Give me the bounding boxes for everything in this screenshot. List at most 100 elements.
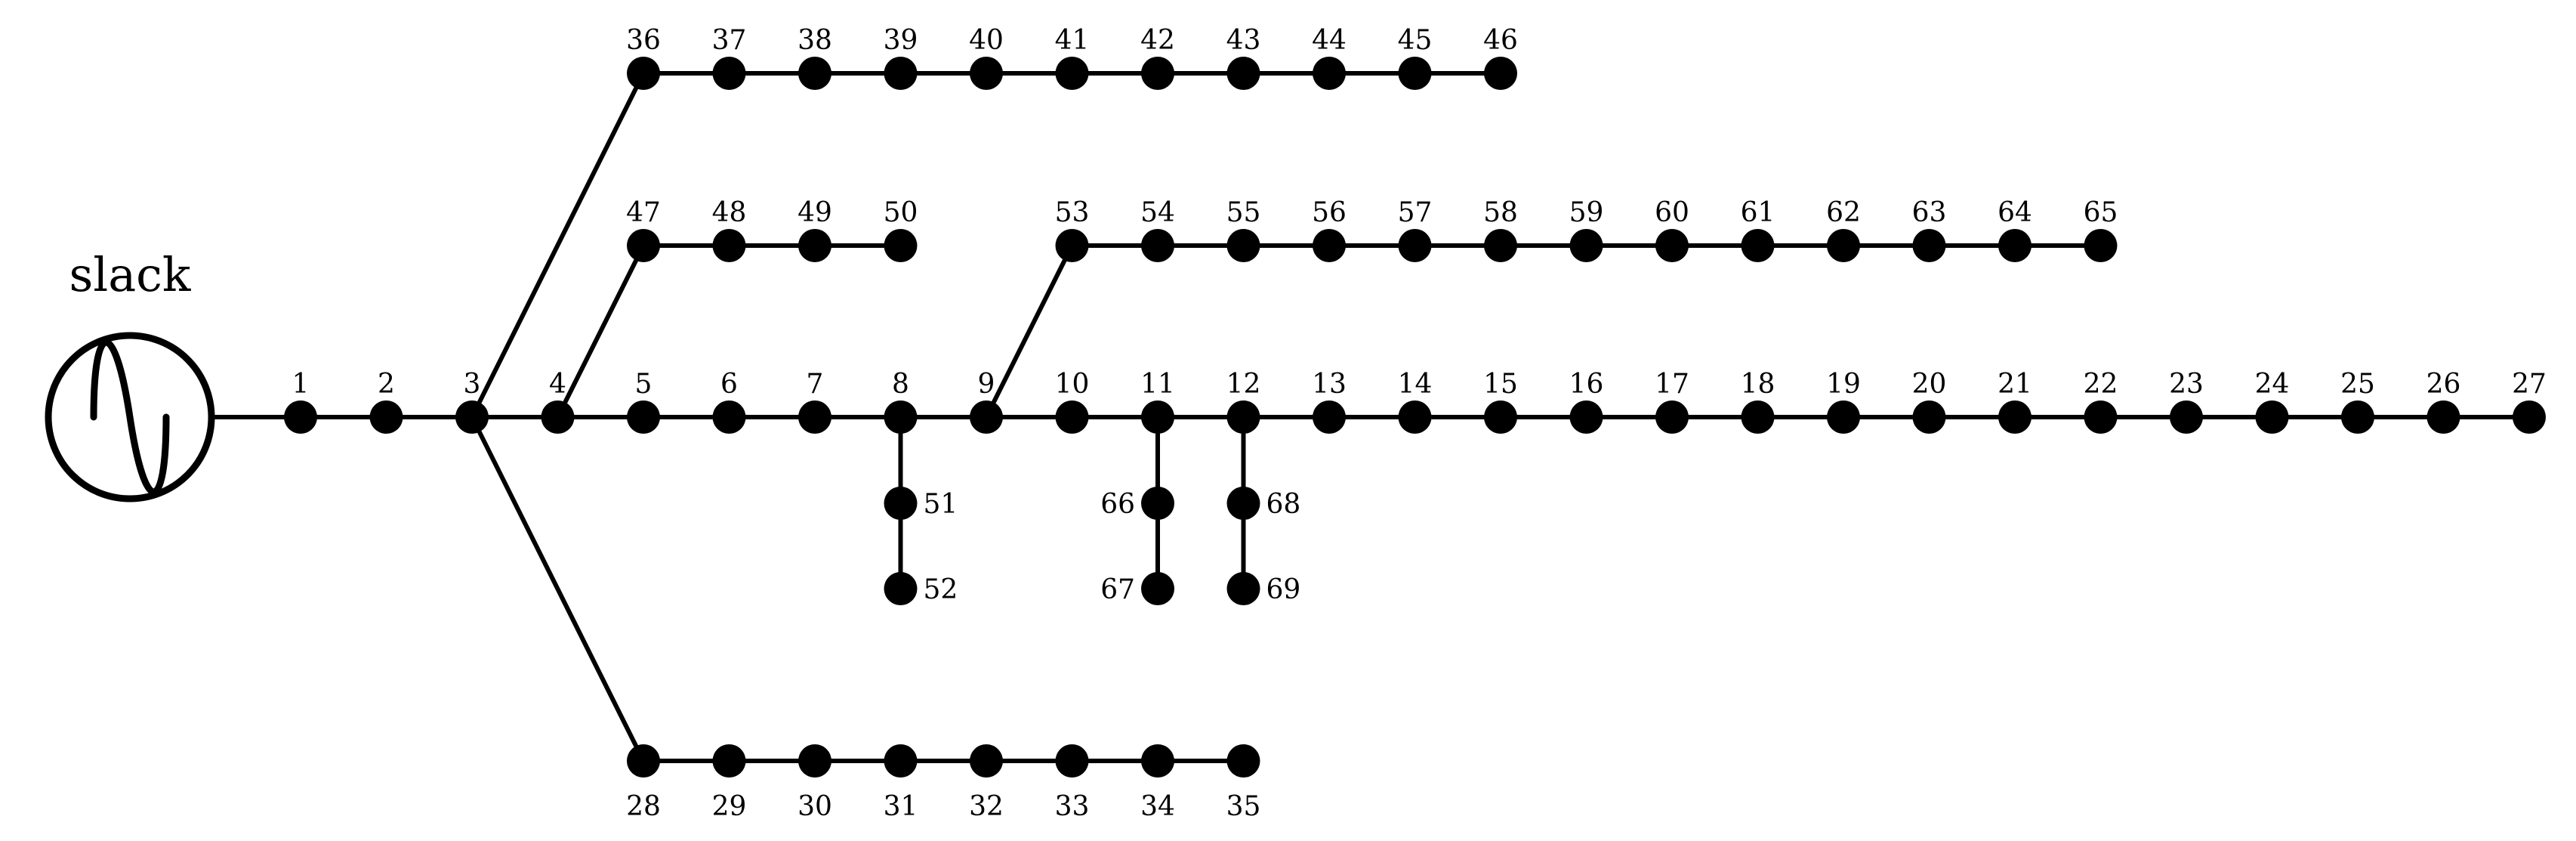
bus-label-62: 62	[1826, 197, 1861, 228]
bus-node-3	[455, 400, 489, 434]
bus-label-31: 31	[884, 791, 918, 822]
bus-node-30	[798, 744, 831, 778]
bus-label-52: 52	[924, 574, 958, 605]
bus-label-50: 50	[884, 197, 918, 228]
bus-node-6	[712, 400, 746, 434]
bus-label-30: 30	[797, 791, 832, 822]
bus-label-27: 27	[2512, 369, 2547, 400]
bus-label-29: 29	[712, 791, 747, 822]
bus-node-26	[2426, 400, 2460, 434]
bus-node-41	[1055, 57, 1089, 90]
bus-node-25	[2341, 400, 2374, 434]
bus-label-43: 43	[1226, 25, 1261, 56]
bus-node-66	[1141, 487, 1174, 520]
bus-label-28: 28	[626, 791, 661, 822]
bus-node-33	[1055, 744, 1089, 778]
bus-node-32	[970, 744, 1003, 778]
bus-label-40: 40	[969, 25, 1004, 56]
bus-node-31	[884, 744, 918, 778]
slack-label: slack	[69, 247, 191, 302]
bus-label-41: 41	[1055, 25, 1090, 56]
bus-node-54	[1141, 229, 1174, 262]
bus-node-29	[712, 744, 746, 778]
bus-label-54: 54	[1140, 197, 1175, 228]
bus-node-8	[884, 400, 918, 434]
bus-node-57	[1398, 229, 1432, 262]
bus-node-48	[712, 229, 746, 262]
bus-label-14: 14	[1398, 369, 1433, 400]
bus-label-65: 65	[2084, 197, 2118, 228]
bus-node-35	[1226, 744, 1260, 778]
bus-node-12	[1226, 400, 1260, 434]
bus-label-47: 47	[626, 197, 661, 228]
bus-label-32: 32	[969, 791, 1004, 822]
bus-label-63: 63	[1912, 197, 1947, 228]
bus-node-1	[284, 400, 317, 434]
bus-label-60: 60	[1655, 197, 1689, 228]
bus-node-55	[1226, 229, 1260, 262]
bus-label-37: 37	[712, 25, 747, 56]
line-9-53	[984, 243, 1075, 419]
line-3-28	[470, 415, 646, 763]
bus-node-36	[627, 57, 660, 90]
slack-source: slack	[45, 247, 215, 502]
bus-node-24	[2255, 400, 2289, 434]
bus-label-44: 44	[1312, 25, 1347, 56]
bus-label-46: 46	[1483, 25, 1518, 56]
bus-label-48: 48	[712, 197, 747, 228]
bus-label-68: 68	[1266, 489, 1301, 520]
bus-node-5	[627, 400, 660, 434]
bus-node-39	[884, 57, 918, 90]
bus-node-58	[1484, 229, 1517, 262]
bus-nodes	[284, 57, 2546, 778]
bus-node-14	[1398, 400, 1432, 434]
bus-node-62	[1827, 229, 1860, 262]
bus-label-38: 38	[797, 25, 832, 56]
bus-label-24: 24	[2255, 369, 2290, 400]
bus-label-9: 9	[978, 369, 995, 400]
bus-node-51	[884, 487, 918, 520]
bus-label-61: 61	[1741, 197, 1775, 228]
line-4-47	[555, 243, 646, 419]
bus-node-18	[1741, 400, 1775, 434]
bus-node-7	[798, 400, 831, 434]
bus-label-18: 18	[1741, 369, 1775, 400]
bus-node-63	[1912, 229, 1946, 262]
bus-node-67	[1141, 572, 1174, 605]
bus-label-7: 7	[807, 369, 824, 400]
bus-node-59	[1569, 229, 1603, 262]
bus-label-1: 1	[292, 369, 310, 400]
bus-label-23: 23	[2169, 369, 2204, 400]
bus-label-42: 42	[1140, 25, 1175, 56]
bus-label-35: 35	[1226, 791, 1261, 822]
bus-label-3: 3	[464, 369, 481, 400]
bus-node-64	[1998, 229, 2031, 262]
bus-label-16: 16	[1569, 369, 1604, 400]
bus-label-19: 19	[1826, 369, 1861, 400]
bus-label-15: 15	[1483, 369, 1518, 400]
bus-label-11: 11	[1140, 369, 1175, 400]
bus-label-66: 66	[1100, 489, 1135, 520]
bus-node-4	[541, 400, 575, 434]
bus-label-22: 22	[2084, 369, 2118, 400]
bus-label-26: 26	[2426, 369, 2461, 400]
bus-node-65	[2084, 229, 2118, 262]
bus-node-17	[1655, 400, 1689, 434]
bus-label-49: 49	[797, 197, 832, 228]
bus-node-2	[369, 400, 403, 434]
bus-node-16	[1569, 400, 1603, 434]
bus-node-11	[1141, 400, 1174, 434]
bus-node-69	[1226, 572, 1260, 605]
bus-node-10	[1055, 400, 1089, 434]
bus-node-46	[1484, 57, 1517, 90]
bus-node-42	[1141, 57, 1174, 90]
bus-node-44	[1313, 57, 1346, 90]
bus-node-20	[1912, 400, 1946, 434]
bus-label-6: 6	[720, 369, 738, 400]
bus-label-58: 58	[1483, 197, 1518, 228]
sine-wave-icon	[90, 339, 170, 496]
bus-label-33: 33	[1055, 791, 1090, 822]
bus-node-22	[2084, 400, 2118, 434]
